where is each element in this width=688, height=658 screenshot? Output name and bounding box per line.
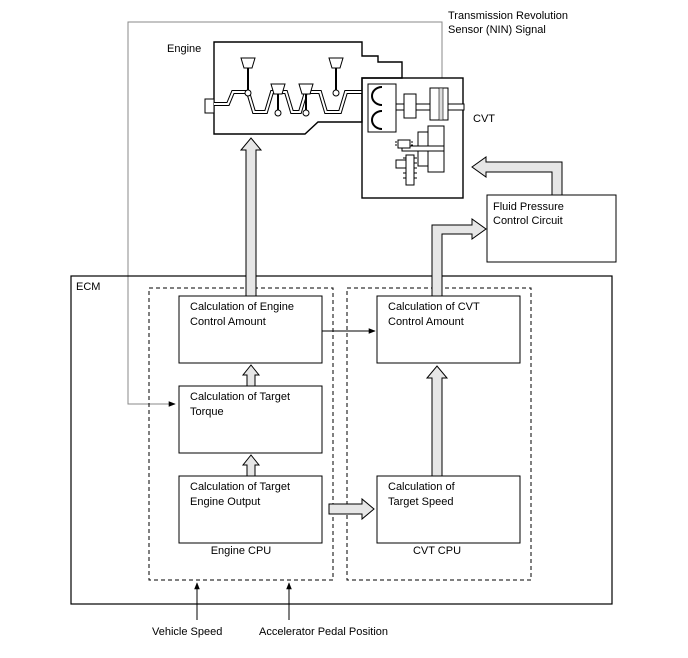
ecm-label: ECM [76,281,100,293]
engine-control-amount-box [178,295,323,364]
fluid-pressure-line2: Control Circuit [493,215,563,227]
fluid-pressure-line1: Fluid Pressure [493,201,564,213]
cvt-control-to-fluid-arrow [431,218,487,297]
piston-4 [328,57,344,97]
cvt-control-amount-line1: Calculation of CVT [388,301,480,313]
piston-1 [240,57,256,97]
cvt-control-amount-box [376,295,521,364]
target-speed-line2: Target Speed [388,496,453,508]
target-engine-output-line2: Engine Output [190,496,260,508]
nin-signal-label-line2: Sensor (NIN) Signal [448,24,546,36]
target-torque-line2: Torque [190,406,224,418]
target-engine-output-box [178,475,323,544]
gear-set [395,139,417,186]
engine-label: Engine [167,43,201,55]
engine-control-amount-line2: Control Amount [190,316,266,328]
output-to-torque-arrow [241,454,261,477]
torque-to-control-arrow [241,364,261,387]
fluid-pressure-box [486,194,617,263]
primary-pulley [403,87,449,121]
piston-3 [298,83,314,117]
crankshaft-stub [204,98,215,114]
piston-2 [270,83,286,117]
engine-control-to-engine-arrow [239,137,263,297]
nin-signal-line [127,21,443,407]
secondary-pulley [401,125,445,173]
cvt-housing [361,77,464,199]
engine-control-amount-line1: Calculation of Engine [190,301,294,313]
output-to-speed-arrow [328,497,375,521]
vehicle-speed-label: Vehicle Speed [152,626,222,638]
target-engine-output-line1: Calculation of Target [190,481,290,493]
target-torque-box [178,385,323,454]
nin-signal-label-line1: Transmission Revolution [448,10,568,22]
target-speed-box [376,475,521,544]
target-speed-line1: Calculation of [388,481,456,493]
fluid-to-cvt-arrow [471,156,563,196]
torque-converter [367,83,397,133]
cvt-control-amount-line2: Control Amount [388,316,464,328]
accelerator-label: Accelerator Pedal Position [259,626,388,638]
engine-cvt-assembly [204,41,465,199]
crankshaft-inner [214,91,362,113]
ecm-box [70,275,613,605]
target-torque-line1: Calculation of Target [190,391,290,403]
cvt-label: CVT [473,113,495,125]
engine-cpu-label: Engine CPU [211,545,272,557]
speed-to-cvt-control-arrow [425,365,449,477]
engine-cpu-region [148,287,334,581]
cvt-cpu-label: CVT CPU [413,545,461,557]
